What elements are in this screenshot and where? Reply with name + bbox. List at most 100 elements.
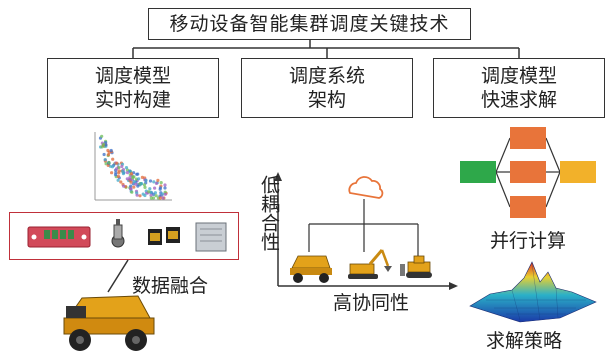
scatter-dot xyxy=(109,148,113,153)
scatter-dot xyxy=(116,178,120,182)
scatter-dot xyxy=(116,174,120,178)
sensor-devices-box xyxy=(9,212,239,260)
scatter-dot xyxy=(129,172,134,176)
scatter-dot xyxy=(101,142,106,147)
branch-box-fast-solving: 调度模型 快速求解 xyxy=(433,58,605,118)
branch-box-realtime-model: 调度模型 实时构建 xyxy=(47,58,219,118)
branch-3-line2: 快速求解 xyxy=(480,89,557,111)
scatter-dot xyxy=(140,175,144,179)
scatter-dot xyxy=(148,179,153,183)
scatter-dots xyxy=(98,134,168,200)
scatter-dot xyxy=(135,193,139,197)
cloud-icon xyxy=(348,176,384,199)
scatter-dot xyxy=(138,194,142,198)
data-fusion-label: 数据融合 xyxy=(132,275,209,297)
scatter-dot xyxy=(120,164,124,169)
scatter-dot xyxy=(124,166,129,170)
scatter-dot xyxy=(134,182,138,186)
scatter-dot xyxy=(111,157,115,161)
branch-3-line1: 调度模型 xyxy=(480,65,557,87)
scatter-dot xyxy=(148,187,152,191)
scatter-dot xyxy=(129,184,133,188)
scatter-dot xyxy=(114,167,119,171)
cylindrical-sensor-icon xyxy=(111,219,125,248)
scatter-dot xyxy=(151,196,156,200)
scatter-dot xyxy=(125,177,129,181)
scatter-dot xyxy=(100,134,104,138)
scatter-dot xyxy=(142,183,146,187)
branch-2-line2: 架构 xyxy=(307,89,346,111)
parallel-computing-label: 并行计算 xyxy=(490,230,567,252)
scatter-dot xyxy=(115,161,119,165)
scatter-dot xyxy=(106,153,110,157)
scatter-dot xyxy=(149,193,153,197)
scatter-dot xyxy=(163,186,167,190)
scatter-dot xyxy=(102,152,106,157)
scatter-dot xyxy=(153,191,157,195)
scatter-dot xyxy=(149,196,153,200)
scatter-dot xyxy=(132,185,136,189)
circuit-board-icon xyxy=(27,226,91,248)
scatter-dot xyxy=(129,180,133,184)
scatter-dot xyxy=(104,143,108,147)
scatter-dot xyxy=(147,190,151,194)
scatter-dot xyxy=(132,180,136,184)
scatter-dot xyxy=(110,171,114,175)
title-text: 移动设备智能集群调度关键技术 xyxy=(169,13,450,35)
scatter-dot xyxy=(129,187,133,191)
metal-module-icon xyxy=(195,222,227,252)
y-axis-label: 低耦合性 xyxy=(258,175,280,251)
parallel-node-middle xyxy=(510,161,546,183)
scatter-dot xyxy=(143,185,147,189)
scatter-dot xyxy=(154,181,159,185)
scatter-dot xyxy=(152,180,156,184)
scatter-dot xyxy=(131,176,135,180)
scatter-dot xyxy=(163,192,167,196)
scatter-dot xyxy=(135,172,139,176)
scatter-dot xyxy=(159,181,163,185)
scatter-dot xyxy=(110,165,115,169)
parallel-node-bottom xyxy=(510,196,546,218)
scatter-dot xyxy=(128,169,132,173)
branch-2-line1: 调度系统 xyxy=(288,65,365,87)
scatter-dot xyxy=(158,186,162,190)
scatter-dot xyxy=(103,158,107,162)
scatter-dot xyxy=(163,183,167,187)
scatter-dot xyxy=(139,182,144,186)
scatter-dot xyxy=(128,176,132,180)
scatter-dot xyxy=(158,196,162,200)
scatter-dot xyxy=(144,178,148,183)
scatter-dot xyxy=(121,169,125,173)
scatter-dot xyxy=(121,172,125,176)
scatter-dot xyxy=(154,194,158,198)
excavator-icon xyxy=(348,249,392,279)
output-node-yellow xyxy=(560,161,596,183)
bulldozer-icon xyxy=(400,255,432,278)
branch-box-system-architecture: 调度系统 架构 xyxy=(241,58,413,118)
title-box: 移动设备智能集群调度关键技术 xyxy=(148,8,471,40)
branch-1-line2: 实时构建 xyxy=(94,89,171,111)
scatter-dot xyxy=(161,192,165,196)
input-node-green xyxy=(460,161,496,183)
scatter-dot xyxy=(125,168,129,172)
scatter-dot xyxy=(130,190,134,194)
connector-module-icon xyxy=(148,227,180,245)
scatter-dot xyxy=(119,180,123,184)
scatter-dot xyxy=(137,177,141,181)
branch-1-line1: 调度模型 xyxy=(94,65,171,87)
scatter-dot xyxy=(122,184,126,188)
solving-strategy-label: 求解策略 xyxy=(486,330,563,352)
scatter-dot xyxy=(141,192,145,196)
parallel-node-top xyxy=(510,127,546,149)
scatter-dot xyxy=(125,171,130,175)
scatter-dot xyxy=(107,161,111,165)
scatter-dot xyxy=(156,178,160,182)
dump-truck-icon xyxy=(290,255,332,283)
